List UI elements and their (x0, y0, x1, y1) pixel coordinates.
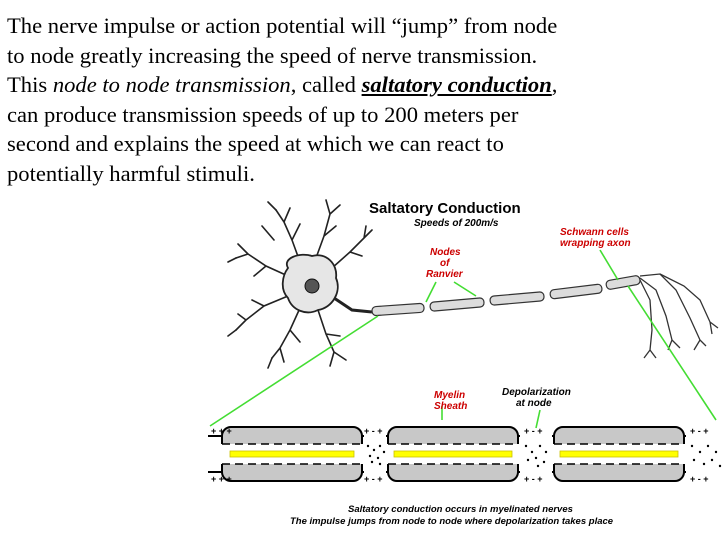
nodes-label-3: Ranvier (426, 269, 464, 280)
svg-text:+ + +: + + + (211, 474, 232, 484)
myelin-label-2: Sheath (434, 401, 467, 412)
axon-myelin-segments (371, 275, 641, 317)
svg-text:+ - +: + - + (524, 474, 543, 484)
saltatory-conduction-term: saltatory conduction (361, 72, 552, 97)
paragraph-line-4: can produce transmission speeds of up to… (7, 101, 519, 127)
paragraph-line-6: potentially harmful stimuli. (7, 160, 255, 186)
nucleus (304, 278, 320, 294)
body-paragraph: The nerve impulse or action potential wi… (7, 11, 725, 188)
caption-line-1: Saltatory conduction occurs in myelinate… (348, 504, 573, 515)
paragraph-line-5: second and explains the speed at which w… (7, 131, 504, 156)
diagram-title: Saltatory Conduction (369, 200, 521, 217)
line3-suffix: , (551, 72, 558, 97)
pointer-lines (209, 249, 717, 429)
svg-text:+ + +: + + + (211, 426, 232, 436)
schwann-label-2: wrapping axon (560, 238, 631, 249)
myelin-sheath-label: Myelin Sheath (434, 390, 467, 412)
svg-text:+ - +: + - + (690, 426, 709, 436)
schwann-label-1: Schwann cells (560, 227, 629, 238)
axon-hillock (333, 296, 373, 314)
schwann-cells-label: Schwann cells wrapping axon (560, 227, 631, 249)
neuron-cell-body (227, 199, 373, 369)
nodes-of-ranvier-label: Nodes of Ranvier (426, 247, 464, 280)
charge-signs: + + + + + + + - + + - + + - + + - + + - … (211, 426, 709, 484)
paragraph-line-1: The nerve impulse or action potential wi… (7, 13, 558, 38)
nodes-label-2: of (440, 258, 451, 269)
myelin-label-1: Myelin (434, 390, 465, 401)
paragraph-line-2: to node greatly increasing the speed of … (7, 42, 538, 68)
line3-prefix: This (7, 72, 53, 97)
node-to-node-phrase: node to node transmission (52, 72, 291, 97)
svg-text:+ - +: + - + (364, 474, 383, 484)
line3-middle: , called (290, 72, 362, 97)
axon-cross-section: + + + + + + + - + + - + + - + + - + + - … (208, 426, 728, 484)
paragraph-line-3: This node to node transmission, called s… (7, 70, 725, 100)
node-of-ranvier-regions (364, 432, 728, 476)
nodes-label-1: Nodes (430, 247, 461, 258)
depol-label-2: at node (516, 398, 552, 409)
depolarization-label: Depolarization at node (502, 387, 571, 409)
svg-text:+ - +: + - + (690, 474, 709, 484)
depol-label-1: Depolarization (502, 387, 571, 398)
caption-line-2: The impulse jumps from node to node wher… (290, 516, 614, 527)
svg-text:+ - +: + - + (524, 426, 543, 436)
axon-terminals (639, 273, 719, 359)
svg-text:+ - +: + - + (364, 426, 383, 436)
diagram-subtitle: Speeds of 200m/s (414, 218, 499, 229)
